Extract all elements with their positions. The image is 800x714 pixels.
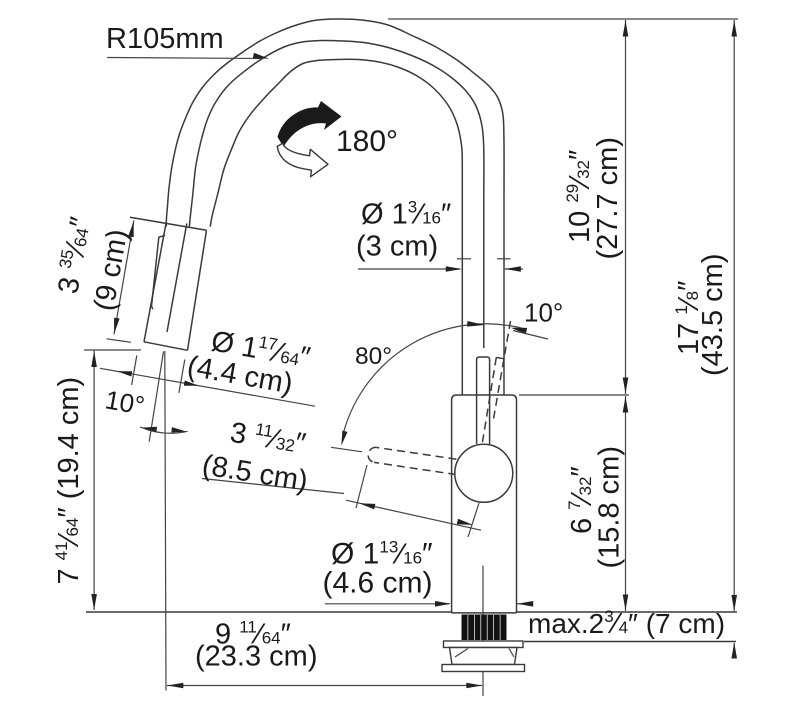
- svg-text:80°: 80°: [355, 343, 392, 370]
- svg-text:R105mm: R105mm: [106, 23, 224, 55]
- svg-text:(43.5 cm): (43.5 cm): [697, 254, 729, 376]
- svg-text:(4.6 cm): (4.6 cm): [323, 567, 433, 600]
- svg-text:10°: 10°: [524, 298, 563, 328]
- svg-text:(23.3 cm): (23.3 cm): [195, 641, 317, 673]
- svg-text:(15.8 cm): (15.8 cm): [594, 446, 626, 568]
- svg-text:(27.7 cm): (27.7 cm): [592, 137, 624, 259]
- svg-text:10°: 10°: [103, 384, 147, 420]
- svg-text:(3 cm): (3 cm): [356, 231, 438, 263]
- svg-text:180°: 180°: [336, 125, 398, 158]
